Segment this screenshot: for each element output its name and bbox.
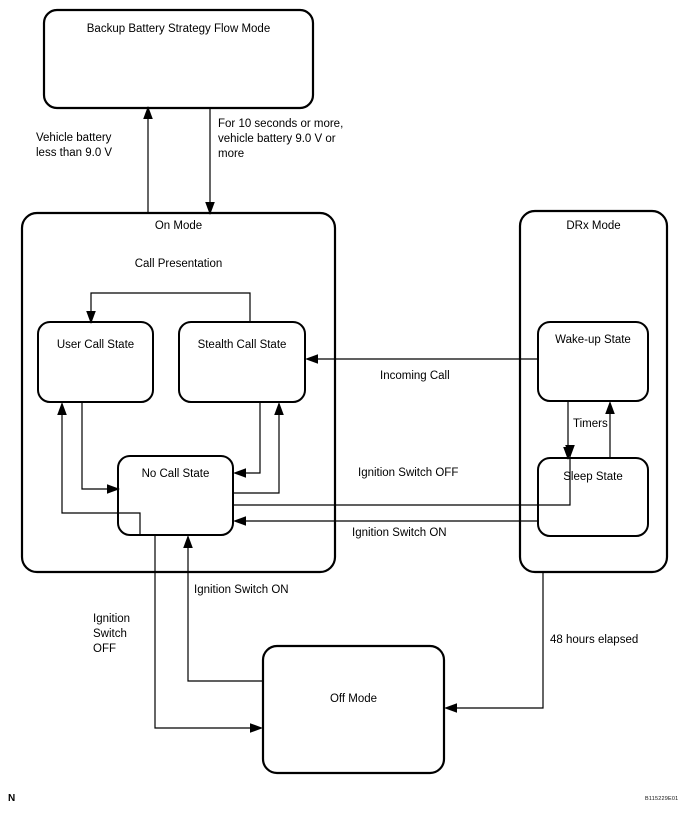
edge-label-incoming-call: Incoming Call (380, 370, 450, 382)
stealth-call-state-box[interactable] (178, 321, 306, 403)
edge-label-ignition-switch-on-bottom: Ignition Switch ON (194, 584, 289, 596)
wake-up-state-box[interactable] (537, 321, 649, 402)
user-call-state-box[interactable] (37, 321, 154, 403)
edge-label-timers: Timers (573, 418, 608, 430)
edge-label-ignition-switch-off-bottom: Ignition Switch OFF (93, 613, 131, 655)
edge-label-48-hours-elapsed: 48 hours elapsed (550, 634, 639, 646)
no-call-state-box[interactable] (117, 455, 234, 536)
page-marker: N (8, 793, 16, 804)
edge-drx-to-offmode (444, 572, 544, 713)
edge-stealth-to-nocall (233, 402, 261, 478)
edge-offmode-to-nocall (183, 535, 263, 682)
figure-code: B115229E01 (645, 796, 679, 802)
edge-sleep-to-nocall (233, 516, 538, 526)
off-mode-box[interactable] (261, 644, 446, 775)
edge-label-ignition-switch-on-right: Ignition Switch ON (352, 527, 447, 539)
sleep-state-box[interactable] (537, 457, 649, 537)
edge-label-vehicle-battery-less: Vehicle battery less than 9.0 V (36, 132, 113, 159)
backup-battery-strategy-flow-mode-box[interactable] (42, 8, 315, 110)
edge-nocall-to-offmode (154, 535, 263, 733)
edge-nocall-to-stealth (233, 402, 284, 494)
edge-stealth-to-user (86, 292, 251, 324)
edge-label-ignition-switch-off-right: Ignition Switch OFF (358, 467, 459, 479)
edge-wakeup-to-stealth (305, 354, 538, 364)
edge-wakeup-to-sleep (563, 401, 573, 460)
edge-sleep-to-wakeup (605, 401, 615, 458)
edge-nocall-to-user (57, 402, 141, 535)
edge-user-to-nocall (81, 402, 120, 494)
edge-label-for-10-seconds: For 10 seconds or more, vehicle battery … (218, 118, 344, 160)
edge-backup-to-on (205, 108, 215, 215)
edge-on-to-backup (143, 106, 153, 213)
